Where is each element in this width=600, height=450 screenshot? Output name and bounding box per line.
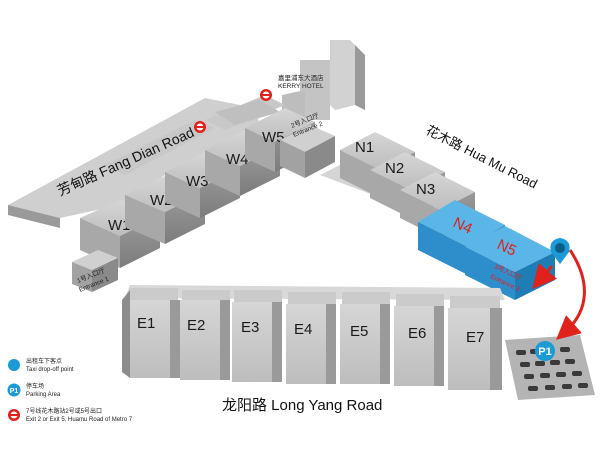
legend-metro-cn: 7号线花木路站2号或5号出口 — [26, 407, 102, 415]
legend-metro: 7号线花木路站2号或5号出口 Exit 2 or Exit 5, Huamu R… — [8, 407, 133, 423]
road-longyang-label: 龙阳路 Long Yang Road — [222, 397, 382, 414]
parked-cars — [516, 347, 588, 391]
hall-E1-label: E1 — [137, 315, 155, 332]
hall-E7[interactable]: E7 — [448, 296, 502, 390]
hall-W1-label: W1 — [108, 217, 131, 234]
legend-taxi-cn: 出租车下客点 — [26, 357, 62, 365]
hall-N3-label: N3 — [416, 181, 435, 198]
entrance-1-building[interactable] — [72, 250, 118, 292]
metro-marker-hotel[interactable] — [260, 89, 272, 101]
hall-E4[interactable]: E4 — [286, 292, 336, 384]
hall-E5-label: E5 — [350, 323, 368, 340]
west-back-row — [105, 95, 285, 175]
legend-taxi: 出租车下客点 Taxi drop-off point — [8, 357, 74, 373]
entrance-2-building[interactable] — [280, 125, 335, 178]
legend-parking-badge: P1 — [10, 388, 19, 395]
hall-E5[interactable]: E5 — [340, 292, 390, 384]
hall-W5-label: W5 — [262, 129, 285, 146]
hall-E3-label: E3 — [241, 319, 259, 336]
legend: 出租车下客点 Taxi drop-off point P1 停车场 Parkin… — [7, 357, 133, 423]
legend-taxi-en: Taxi drop-off point — [26, 367, 74, 373]
taxi-legend-icon — [8, 359, 20, 371]
hall-E4-label: E4 — [294, 321, 312, 338]
hall-E1[interactable]: E1 — [122, 288, 180, 378]
hall-E3[interactable]: E3 — [232, 290, 282, 382]
hall-N4-label: N4 — [450, 214, 475, 238]
hall-E2-label: E2 — [187, 317, 205, 334]
legend-parking-en: Parking Area — [26, 392, 61, 398]
route-arrow-to-parking — [555, 249, 586, 340]
legend-parking-cn: 停车场 — [26, 382, 44, 390]
parking-legend-icon — [7, 383, 21, 397]
taxi-icon — [555, 243, 565, 253]
legend-parking: P1 停车场 Parking Area — [7, 382, 61, 398]
metro-marker-fangdian[interactable] — [194, 121, 206, 133]
hall-N2-label: N2 — [385, 160, 404, 177]
hall-W4-label: W4 — [226, 151, 249, 168]
parking-badge-icon — [535, 341, 555, 361]
hall-E2[interactable]: E2 — [180, 290, 230, 380]
hall-E6-label: E6 — [408, 325, 426, 342]
hall-N5-label: N5 — [494, 236, 519, 260]
parking-area-p1[interactable]: P1 — [505, 335, 595, 400]
hotel-label-en: KERRY HOTEL — [278, 83, 324, 90]
taxi-dropoff-marker[interactable] — [550, 238, 570, 264]
hall-N1-label: N1 — [355, 139, 374, 156]
hotel-label-cn: 嘉里浦东大酒店 — [278, 73, 324, 82]
legend-metro-en: Exit 2 or Exit 5, Huamu Road of Metro 7 — [26, 417, 133, 423]
hall-E7-label: E7 — [466, 329, 484, 346]
entrance-3-arrow — [532, 263, 557, 290]
parking-badge-label: P1 — [538, 346, 551, 358]
hall-W3-label: W3 — [186, 173, 209, 190]
hall-E6[interactable]: E6 — [394, 294, 444, 386]
